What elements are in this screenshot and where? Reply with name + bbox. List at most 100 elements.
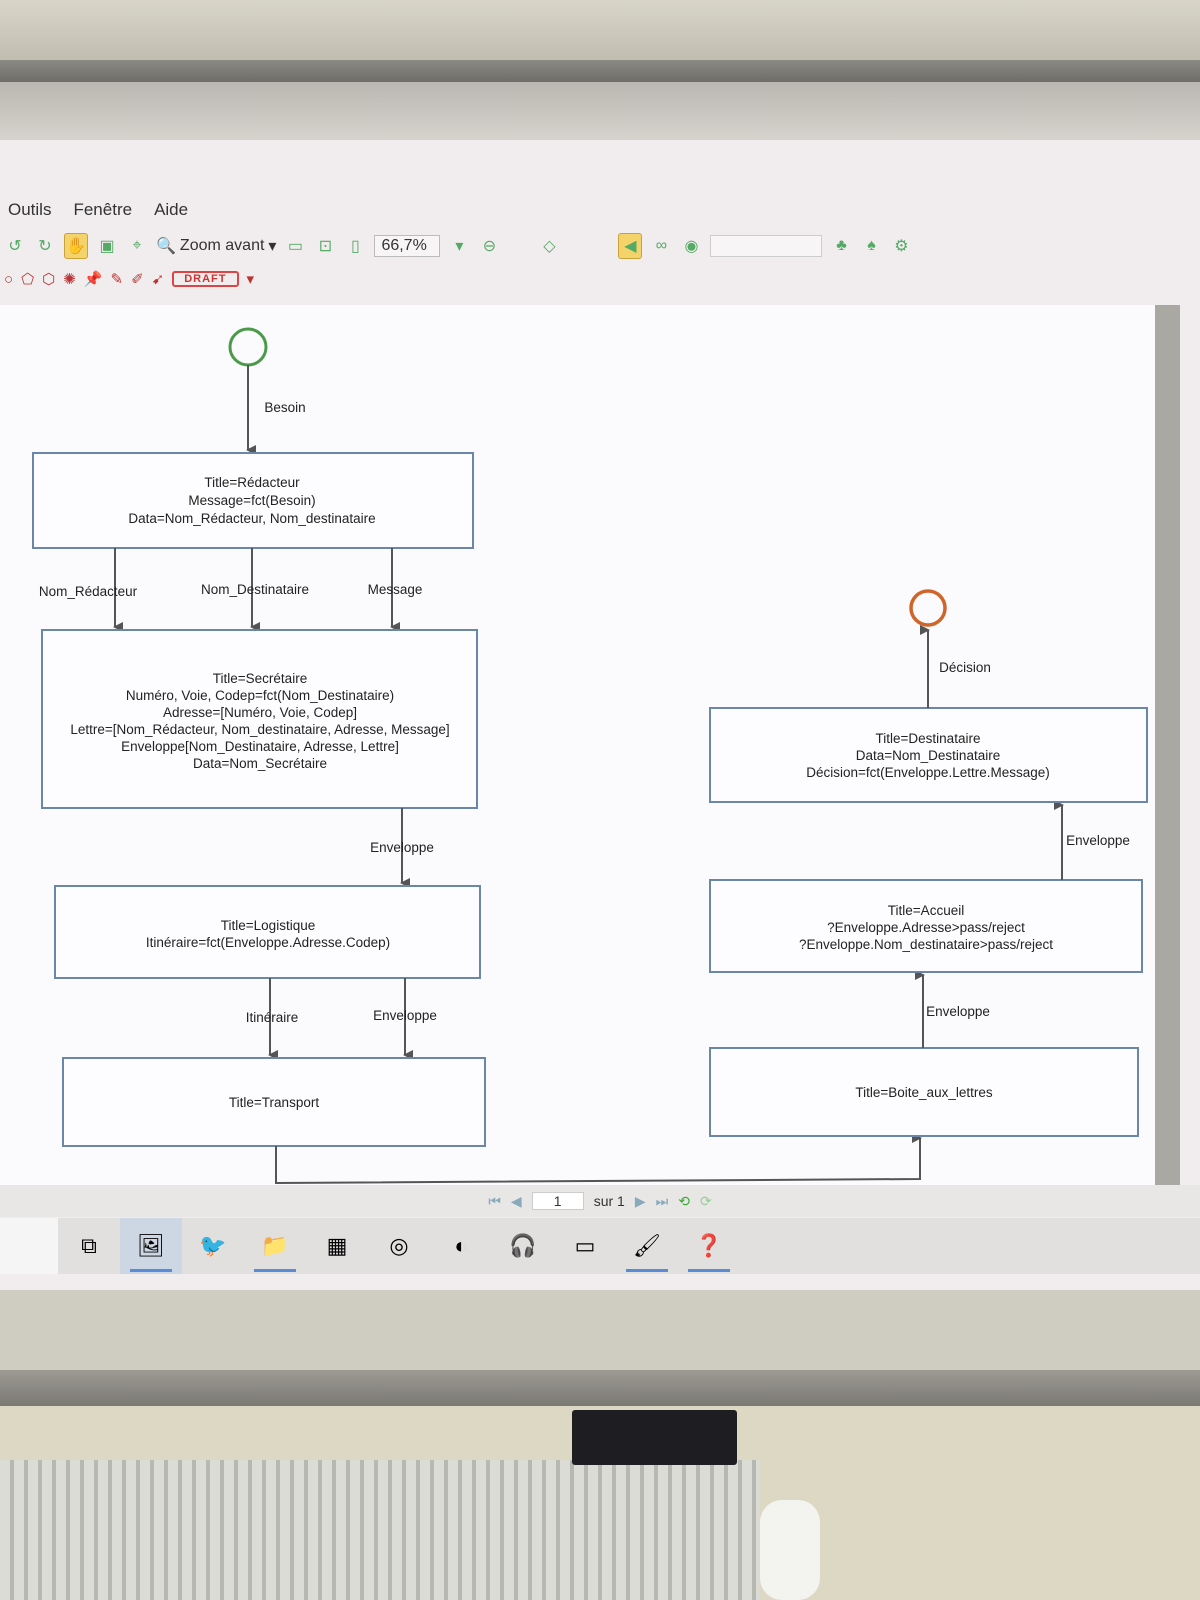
page-number-input[interactable]: 1: [531, 1192, 584, 1210]
chevron-down-icon: ▾: [268, 238, 277, 255]
edge-icon[interactable]: ◐: [454, 1233, 468, 1258]
shield-icon[interactable]: ◇: [543, 238, 556, 255]
box-secretaire-line-1: Title=Secrétaire: [213, 671, 307, 686]
stamp2-icon[interactable]: ♠: [867, 237, 876, 254]
box-redacteur-line-3: Data=Nom_Rédacteur, Nom_destinataire: [128, 511, 375, 526]
taskbar-search-box[interactable]: [0, 1218, 58, 1274]
page-navigation-bar: ⏮ ◀ 1 sur 1 ▶ ⏭ ⟲ ⟳: [0, 1185, 1200, 1217]
eye-icon[interactable]: ◉: [684, 238, 699, 255]
box-transport: [62, 1057, 486, 1147]
menu-fenetre[interactable]: Fenêtre: [73, 200, 133, 219]
box-redacteur-line-2: Message=fct(Besoin): [188, 493, 315, 508]
box-redacteur: [32, 452, 474, 549]
box-logistique-line-1: Title=Logistique: [221, 918, 315, 933]
main-toolbar: ↺ ↻ ✋ ▣ ⌖ 🔍 Zoom avant ▾ ▭ ⊡ ▯ 66,7% ▾ ⊖…: [0, 228, 1200, 264]
pencil-icon[interactable]: ✎: [110, 271, 124, 288]
next-page-icon[interactable]: ▶: [634, 1192, 646, 1209]
box-destinataire-line-2: Data=Nom_Destinataire: [856, 748, 1000, 763]
box-secretaire-line-4: Lettre=[Nom_Rédacteur, Nom_destinataire,…: [70, 722, 449, 737]
edge-label-message: Message: [368, 582, 423, 597]
previous-page-icon[interactable]: ◀: [510, 1192, 522, 1209]
zoom-input[interactable]: 66,7%: [374, 235, 441, 257]
box-destinataire-line-3: Décision=fct(Enveloppe.Lettre.Message): [806, 765, 1050, 780]
circle-icon[interactable]: ○: [4, 270, 14, 288]
edge-label-decision: Décision: [939, 660, 991, 675]
menu-bar: Outils Fenêtre Aide: [0, 195, 1200, 225]
chrome-icon[interactable]: ◎: [389, 1233, 409, 1258]
menu-outils[interactable]: Outils: [8, 200, 52, 219]
windows-taskbar: ⧉ 🖼 🐦 📁 ▦ ◎ ◐ 🎧 ▭ 🖌 ❓: [0, 1218, 1200, 1274]
stamp-tool-icon[interactable]: ➹: [151, 271, 165, 288]
menu-aide[interactable]: Aide: [154, 200, 189, 219]
box-secretaire-line-2: Numéro, Voie, Codep=fct(Nom_Destinataire…: [126, 688, 394, 703]
undo-icon[interactable]: ↺: [8, 238, 22, 255]
magnifier-icon: 🔍: [156, 238, 176, 255]
terminal-icon[interactable]: ▭: [574, 1233, 596, 1258]
help-icon[interactable]: ❓: [678, 1218, 740, 1274]
box-redacteur-line-1: Title=Rédacteur: [204, 475, 300, 490]
last-page-icon[interactable]: ⏭: [655, 1192, 669, 1209]
file-explorer-icon[interactable]: 📁: [244, 1218, 306, 1274]
zoom-in-button[interactable]: 🔍 Zoom avant ▾: [156, 236, 276, 256]
document-area: Besoin Title=Rédacteur Message=fct(Besoi…: [0, 305, 1180, 1210]
go-back-icon[interactable]: ⟲: [678, 1192, 690, 1209]
highlighter-icon[interactable]: ✐: [131, 271, 144, 288]
board-frame-bottom: [0, 1370, 1200, 1406]
start-node: [228, 327, 268, 367]
search-input[interactable]: [710, 235, 823, 257]
board-frame-top: [0, 60, 1200, 82]
polygon-icon[interactable]: ⬠: [21, 271, 35, 288]
box-logistique: [54, 885, 481, 979]
pdf-editor-window: Outils Fenêtre Aide ↺ ↻ ✋ ▣ ⌖ 🔍 Zoom ava…: [0, 140, 1200, 1290]
task-view-icon[interactable]: ⧉: [81, 1233, 97, 1258]
box-accueil-line-3: ?Enveloppe.Nom_destinataire>pass/reject: [799, 937, 1053, 952]
settings-icon[interactable]: ⚙: [894, 238, 909, 255]
cloud-icon[interactable]: ✺: [63, 271, 76, 288]
wall-background: [0, 0, 1200, 70]
zoom-dropdown-icon[interactable]: ▾: [455, 238, 464, 255]
edge-label-nom-redacteur: Nom_Rédacteur: [39, 584, 138, 599]
image-editor-icon[interactable]: 🖌: [616, 1218, 678, 1274]
stamp-icon[interactable]: ♣: [836, 237, 847, 254]
pdf-editor-icon[interactable]: 🖼: [120, 1218, 182, 1274]
audio-app-icon[interactable]: 🎧: [509, 1233, 537, 1258]
annotation-toolbar: ○ ⬠ ⬡ ✺ 📌 ✎ ✐ ➹ DRAFT ▾: [0, 264, 1200, 294]
first-page-icon[interactable]: ⏮: [488, 1192, 501, 1209]
fit-width-icon[interactable]: ▯: [351, 238, 360, 255]
box-accueil-line-2: ?Enveloppe.Adresse>pass/reject: [827, 920, 1025, 935]
link-icon[interactable]: ∞: [655, 237, 668, 254]
edge-label-enveloppe-2: Enveloppe: [373, 1008, 437, 1023]
snapshot-icon[interactable]: ▣: [99, 238, 115, 255]
box-secretaire-line-5: Enveloppe[Nom_Destinataire, Adresse, Let…: [121, 739, 399, 754]
edge-label-besoin: Besoin: [264, 400, 305, 415]
box-destinataire-line-1: Title=Destinataire: [876, 731, 981, 746]
box-boite-line-1: Title=Boite_aux_lettres: [855, 1085, 992, 1100]
actual-size-icon[interactable]: ▭: [287, 238, 303, 255]
pin-icon[interactable]: 📌: [83, 271, 103, 288]
box-destinataire: [709, 707, 1148, 803]
box-accueil: [709, 879, 1143, 973]
back-icon[interactable]: ◀: [618, 233, 643, 259]
box-accueil-line-1: Title=Accueil: [888, 903, 964, 918]
end-node: [909, 589, 947, 627]
chevron-down-icon[interactable]: ▾: [246, 271, 255, 288]
select-icon[interactable]: ⌖: [132, 237, 142, 254]
fit-page-icon[interactable]: ⊡: [318, 238, 333, 255]
screen-shade: [0, 82, 1200, 142]
draft-stamp[interactable]: DRAFT: [172, 271, 239, 287]
edge-label-itineraire: Itinéraire: [246, 1010, 299, 1025]
workflow-diagram: Besoin Title=Rédacteur Message=fct(Besoi…: [32, 327, 1148, 1185]
zoom-out-icon[interactable]: ⊖: [482, 238, 497, 255]
thunderbird-icon[interactable]: 🐦: [199, 1233, 227, 1258]
hexagon-icon[interactable]: ⬡: [42, 271, 56, 288]
edge-label-enveloppe-4: Enveloppe: [1066, 833, 1130, 848]
radiator-valve: [760, 1500, 820, 1600]
go-forward-icon[interactable]: ⟳: [699, 1192, 712, 1209]
edge-label-enveloppe-1: Enveloppe: [370, 840, 434, 855]
edge-label-enveloppe-3: Enveloppe: [926, 1004, 990, 1019]
redo-icon[interactable]: ↻: [38, 238, 52, 255]
box-boite-aux-lettres: [709, 1047, 1139, 1137]
hand-tool-icon[interactable]: ✋: [64, 233, 88, 259]
excel-icon[interactable]: ▦: [326, 1233, 348, 1258]
box-secretaire-line-3: Adresse=[Numéro, Voie, Codep]: [163, 705, 357, 720]
